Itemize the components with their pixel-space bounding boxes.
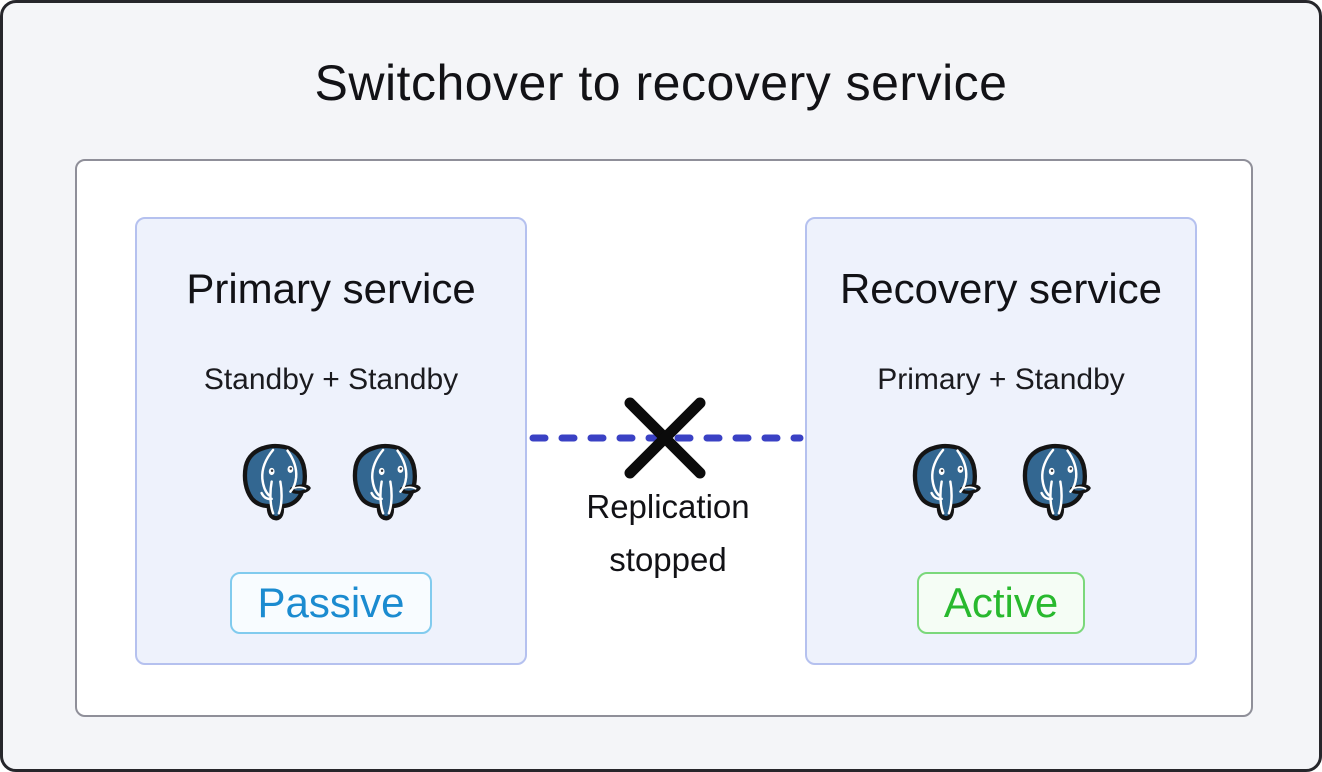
status-badge-passive: Passive <box>230 572 432 634</box>
database-icons-row <box>240 443 422 522</box>
postgresql-elephant-icon <box>912 443 981 521</box>
postgresql-elephant-icon <box>1022 443 1091 521</box>
service-card-recovery: Recovery service Primary + Standby <box>805 217 1197 665</box>
postgresql-elephant-icon <box>352 443 421 521</box>
service-card-primary: Primary service Standby + Standby <box>135 217 527 665</box>
diagram-panel: Primary service Standby + Standby <box>75 159 1253 717</box>
card-subtitle: Standby + Standby <box>203 363 459 396</box>
replication-status-label: Replication stopped <box>523 480 813 586</box>
replication-status-line1: Replication <box>586 488 750 525</box>
card-subtitle: Primary + Standby <box>877 363 1125 396</box>
database-icons-row <box>910 443 1092 522</box>
diagram-title: Switchover to recovery service <box>314 55 1008 111</box>
x-mark-icon <box>624 397 706 479</box>
replication-connector <box>529 397 804 479</box>
replication-status-line2: stopped <box>609 541 727 578</box>
postgresql-elephant-icon <box>242 443 311 521</box>
card-title: Recovery service <box>839 265 1163 312</box>
card-title: Primary service <box>186 265 476 312</box>
status-badge-active: Active <box>916 572 1086 634</box>
